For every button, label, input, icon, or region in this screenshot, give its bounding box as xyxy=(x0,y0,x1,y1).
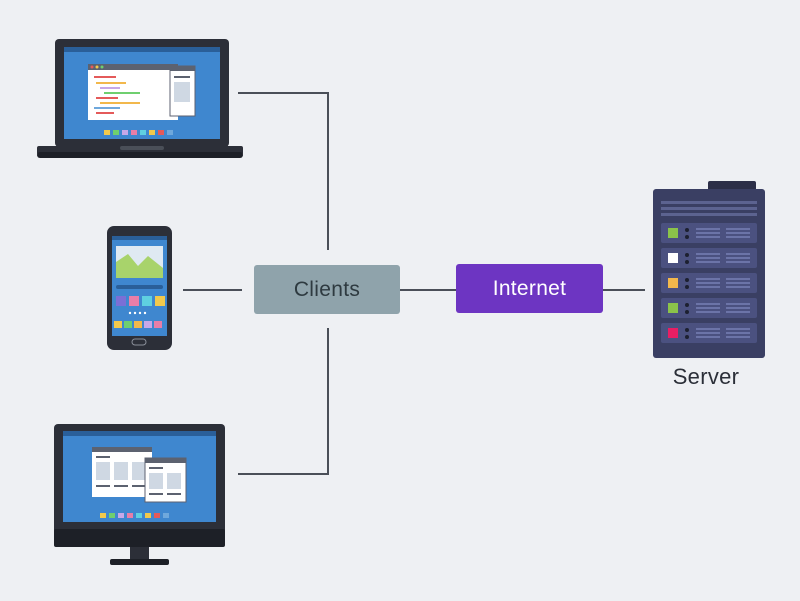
clients-label: Clients xyxy=(293,277,361,301)
connector-lines xyxy=(183,92,645,475)
server-unit-3 xyxy=(661,273,757,293)
server-unit-1 xyxy=(661,223,757,243)
internet-label: Internet xyxy=(492,276,567,300)
server-unit-4 xyxy=(661,298,757,318)
smartphone-icon xyxy=(107,226,172,350)
internet-node: Internet xyxy=(456,264,603,313)
clients-node: Clients xyxy=(254,265,400,314)
server-rack-icon xyxy=(653,181,765,358)
desktop-monitor-icon xyxy=(54,424,225,565)
server-unit-5 xyxy=(661,323,757,343)
laptop-connector xyxy=(238,92,329,250)
server-label: Server xyxy=(672,364,740,389)
laptop-icon xyxy=(37,39,243,158)
server-unit-2 xyxy=(661,248,757,268)
desktop-connector xyxy=(238,328,329,475)
